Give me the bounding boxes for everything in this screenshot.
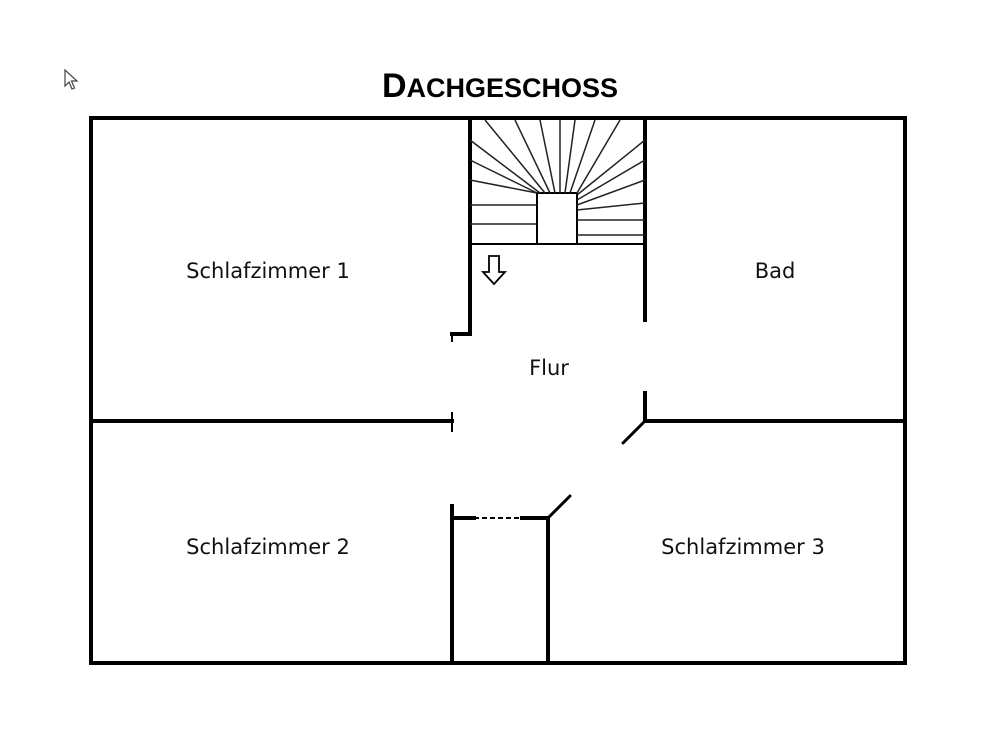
door-bad (621, 419, 647, 445)
room-label-schlafzimmer-3: Schlafzimmer 3 (661, 535, 825, 559)
title-first-letter: D (382, 67, 407, 105)
outer-wall (89, 116, 907, 665)
room-label-flur: Flur (529, 356, 569, 380)
interior-walls (89, 116, 907, 665)
room-label-schlafzimmer-2: Schlafzimmer 2 (186, 535, 350, 559)
title-rest: ACHGESCHOSS (407, 73, 619, 103)
plan-title: DACHGESCHOSS (382, 67, 618, 105)
staircase (469, 119, 646, 245)
room-label-bad: Bad (755, 259, 796, 283)
arrow-down-icon (480, 255, 508, 286)
room-label-schlafzimmer-1: Schlafzimmer 1 (186, 259, 350, 283)
door-schlafzimmer-3 (546, 494, 572, 520)
mouse-pointer-icon (64, 68, 79, 90)
